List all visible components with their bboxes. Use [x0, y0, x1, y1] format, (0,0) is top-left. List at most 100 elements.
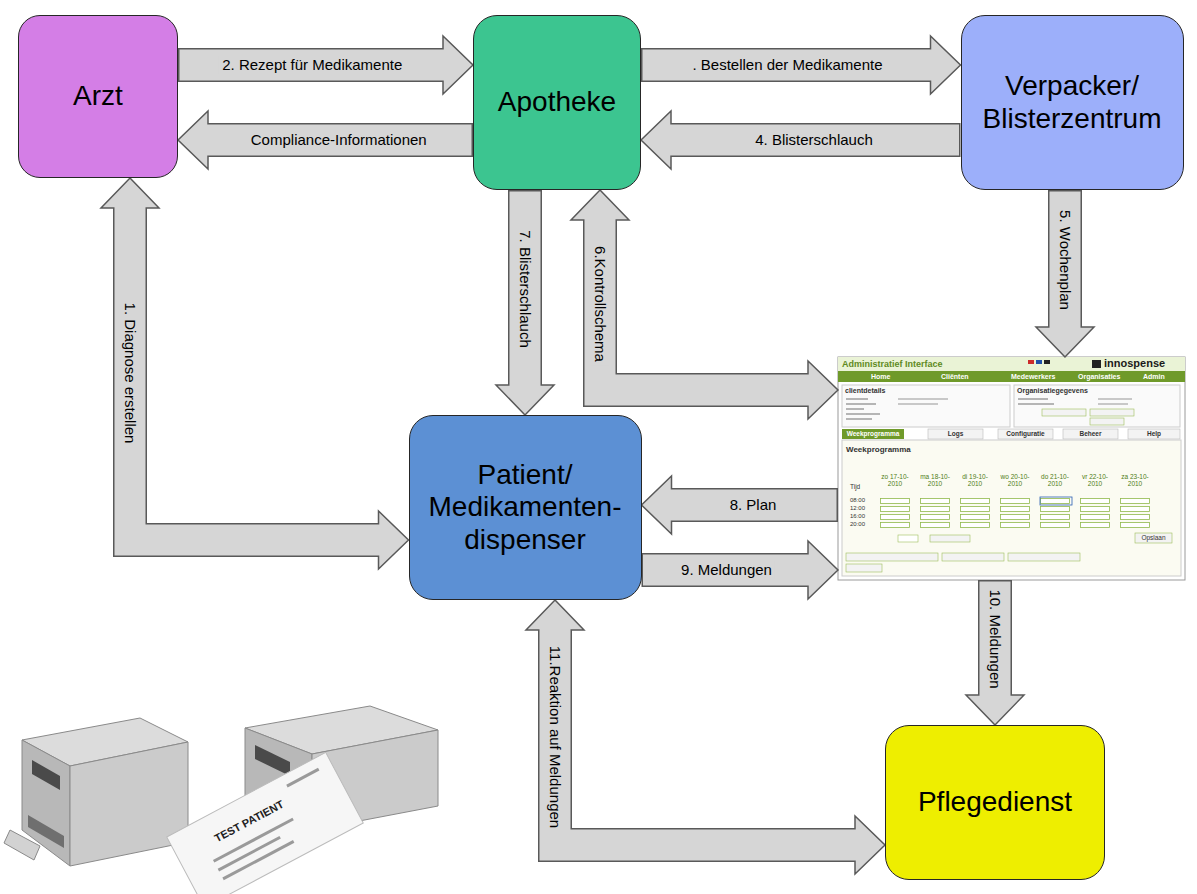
nav-bar	[838, 371, 1185, 382]
dispenser-photo	[4, 706, 438, 894]
block-arrow	[178, 111, 473, 169]
field-line	[846, 408, 864, 410]
arrow-shaft	[555, 628, 857, 845]
blister-strip	[167, 752, 363, 894]
arrow-label: 9. Meldungen	[678, 561, 775, 579]
arrow-label: 8. Plan	[727, 496, 780, 514]
arrow-shaft	[670, 490, 837, 521]
details-panel	[1014, 385, 1180, 427]
interface-text: 08:00	[850, 497, 865, 504]
interface-text: Home	[871, 373, 890, 381]
arrow-label: 10. Meldungen	[986, 587, 1004, 692]
tab	[1128, 429, 1180, 439]
block-arrow	[101, 178, 409, 569]
selected-cell	[1040, 497, 1072, 505]
arrow-label: 1. Diagnose erstellen	[121, 300, 139, 447]
arrow-head	[808, 361, 838, 419]
interface-text: zo 17-10-2010	[876, 473, 914, 488]
arrow-shaft	[643, 555, 810, 586]
arrow-head	[379, 511, 409, 569]
interface-text: Medewerkers	[1011, 373, 1055, 381]
arrow-head	[526, 600, 584, 630]
interface-text: 12:00	[850, 505, 865, 512]
small-button	[1090, 409, 1134, 416]
arrow-shaft	[669, 125, 959, 156]
interface-text: ma 18-10-2010	[916, 473, 954, 488]
small-button	[930, 535, 970, 542]
strip-print-label: TEST PATIENT	[212, 798, 285, 845]
interface-text: Help	[1128, 430, 1180, 437]
arrow-head	[808, 541, 838, 599]
block-arrow	[571, 190, 838, 419]
arrow-shaft	[600, 218, 810, 390]
small-button	[942, 553, 1004, 561]
interface-text: Beheer	[1063, 430, 1118, 437]
actor-box: Arzt	[18, 15, 178, 178]
interface-text: Logs	[928, 430, 983, 437]
arrow-outline	[130, 208, 379, 540]
actor-box: Verpacker/ Blisterzentrum	[961, 15, 1184, 190]
arrow-shaft	[180, 50, 446, 81]
arrow-label: 5. Wochenplan	[1056, 207, 1074, 313]
flag-icon	[1036, 360, 1042, 364]
arrow-label: 4. Blisterschlauch	[752, 131, 876, 149]
block-arrow	[642, 541, 839, 599]
schedule-grid	[880, 498, 1150, 530]
interface-text: Admin	[1143, 373, 1165, 381]
header-bar	[838, 357, 1185, 371]
arrow-head	[178, 111, 208, 169]
field-line	[1018, 403, 1054, 405]
block-arrow	[496, 190, 554, 415]
details-panel	[842, 385, 1010, 427]
field-line	[1098, 398, 1132, 400]
arrow-head	[443, 36, 473, 94]
logo-icon	[1092, 360, 1101, 368]
interface-text: Tijd	[850, 483, 860, 490]
node-label: Verpacker/ Blisterzentrum	[972, 70, 1173, 134]
arrow-shaft	[643, 50, 933, 81]
arrow-head	[966, 695, 1024, 725]
input-field	[898, 535, 918, 542]
block-arrow	[178, 36, 473, 94]
device-display	[255, 745, 290, 776]
arrow-label: 11.Reaktion auf Meldungen	[546, 642, 564, 830]
strip-print	[286, 768, 319, 788]
interface-text: do 21-10-2010	[1036, 473, 1074, 488]
arrow-label: Compliance-Informationen	[248, 131, 430, 149]
arrow-head	[931, 36, 961, 94]
field-line	[846, 418, 872, 420]
interface-text: za 23-10-2010	[1116, 473, 1154, 488]
flag-icon	[1028, 360, 1034, 364]
field-line	[1098, 403, 1128, 405]
node-label: Apotheke	[498, 86, 616, 118]
field-line	[846, 398, 868, 400]
small-button	[846, 564, 882, 572]
tab	[842, 429, 904, 439]
actor-box: Pflegedienst	[885, 725, 1105, 880]
interface-text: 20:00	[850, 521, 865, 528]
interface-text: Cliënten	[941, 373, 969, 381]
screenshot-frame	[838, 357, 1185, 580]
interface-screenshot	[838, 357, 1185, 580]
small-button	[1090, 418, 1124, 425]
field-line	[846, 403, 876, 405]
field-line	[898, 403, 938, 405]
arrow-outline	[600, 220, 808, 390]
arrow-head	[642, 476, 672, 534]
arrow-label: . Bestellen der Medikamente	[689, 56, 885, 74]
arrow-head	[101, 178, 159, 208]
arrow-head	[855, 816, 885, 874]
interface-text: 16:00	[850, 513, 865, 520]
block-arrow	[1036, 190, 1094, 357]
interface-text: Weekprogramma	[846, 445, 911, 454]
block-arrow	[642, 476, 839, 534]
arrow-label: 2. Rezept für Medikamente	[219, 56, 405, 74]
arrow-head	[641, 111, 671, 169]
arrow-head	[496, 385, 554, 415]
block-arrow	[641, 36, 961, 94]
tab	[1063, 429, 1118, 439]
arrow-head	[1036, 327, 1094, 357]
interface-text: Opslaan	[1135, 534, 1172, 541]
